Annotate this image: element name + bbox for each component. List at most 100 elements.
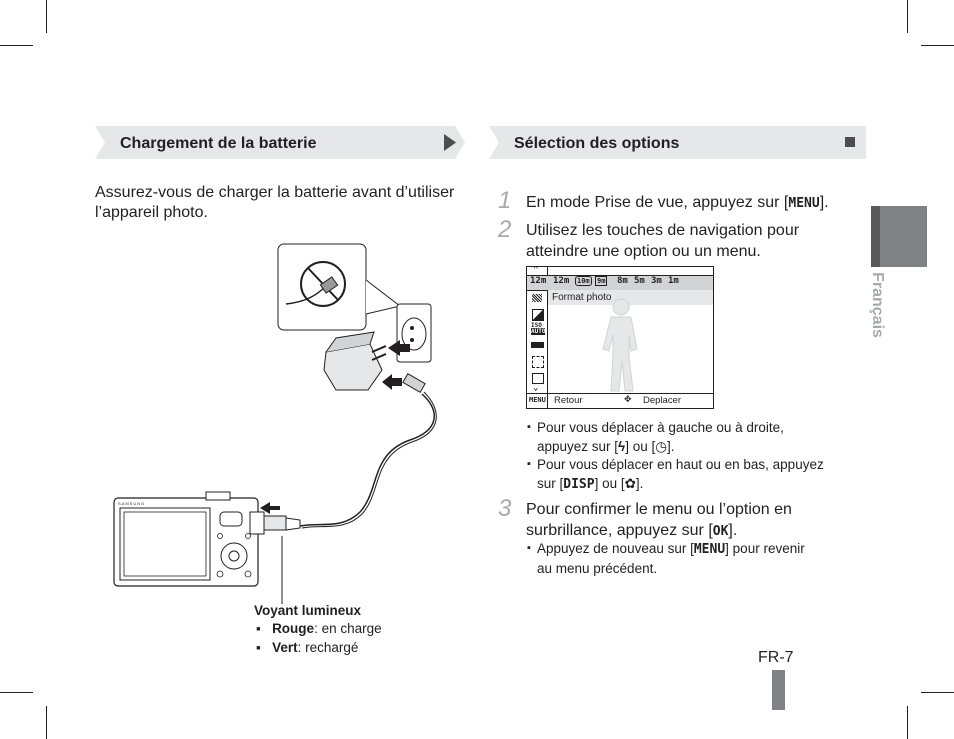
chevron-up-icon: ⌃ [533,266,539,275]
step-text: En mode Prise de vue, appuyez sur [MENU]… [526,192,829,214]
white-balance-icon [531,342,544,348]
screen-option-label: Format photo [552,292,612,303]
screen-move-label: Deplacer [643,395,682,406]
size-icon: 5m [634,276,645,286]
crop-mark [0,692,33,693]
flash-icon: ϟ [618,439,626,454]
section-title-right: Sélection des options [514,135,680,152]
charging-illustration: SAMSUNG [113,243,437,604]
size-icon: 10m [575,276,592,286]
crop-mark [907,706,908,739]
bullet-item: ▪ Pour vous déplacer à gauche ou à droit… [527,418,784,456]
page-tab [772,670,785,710]
play-icon [444,134,456,151]
bullet-text-part: ] pour revenir [725,541,805,556]
size-icon: 1m [668,276,679,286]
indicator-label: Vert [272,640,298,655]
bullet-line: Pour vous déplacer à gauche ou à droite, [537,420,784,435]
size-icon: 12m [553,276,570,286]
step-text-part: ]. [728,522,738,539]
crop-mark [0,45,33,46]
camera-screen: ⌃ 12m 12m 10m 9m 8m 5m 3m 1m Format phot… [526,266,714,409]
screen-bottom-bar [527,393,713,408]
indicator-item: ▪ Vert: rechargé [256,640,358,655]
step-text-part: En mode Prise de vue, appuyez sur [ [526,194,789,211]
indicator-title: Voyant lumineux [254,603,362,618]
size-icon: 8m [617,276,628,286]
indicator-text: : en charge [314,621,382,636]
square-icon [845,137,855,147]
step-text: Pour confirmer le menu ou l’option en su… [526,499,792,542]
metering-icon [532,373,544,384]
arrow-icon [388,340,410,356]
bullet-square: ▪ [256,640,261,655]
usb-connector [263,515,287,531]
timer-icon: ◷ [655,439,668,454]
bullet-text-part: ]. [667,439,675,454]
bullet-text-part: Appuyez de nouveau sur [ [537,541,694,556]
step-line: Pour confirmer le menu ou l’option en [526,501,792,518]
chevron-down-icon: ⌄ [533,383,539,393]
indicator-item: ▪ Rouge: en charge [256,621,382,636]
macro-icon: ✿ [624,476,636,491]
bullet-square: ▪ [527,458,531,470]
section-bar-left [95,126,465,159]
size-icon: 12m [530,276,547,286]
bullet-text-part: ]. [635,476,644,491]
crop-mark [907,0,908,33]
arrow-icon [382,374,402,390]
bullet-square: ▪ [527,421,531,433]
bullet-square: ▪ [527,542,531,554]
quality-icon [532,294,542,302]
crop-mark [921,45,954,46]
page-number: FR-7 [758,649,794,666]
step-number: 3 [498,495,512,522]
face-detect-icon [532,356,544,368]
bullet-line: sur [DISP] ou [✿]. [537,474,824,494]
intro-line: l’appareil photo. [95,204,208,221]
bullet-text-part: sur [ [537,476,564,491]
bullet-line: au menu précédent. [537,561,658,576]
size-icon: 9m [595,276,608,286]
bullet-text-part: ] ou [ [625,439,656,454]
step-line: surbrillance, appuyez sur [OK]. [526,520,792,542]
step-number: 1 [498,187,512,214]
step-text-part: surbrillance, appuyez sur [ [526,522,713,539]
person-silhouette [602,298,638,392]
indicator-label: Rouge [272,621,315,636]
language-tab-strip [871,206,880,267]
menu-key: MENU [693,542,726,557]
bullet-square: ▪ [256,621,261,636]
screen-icon-column [527,267,548,408]
disp-key: DISP [563,477,595,492]
bullet-item: ▪ Appuyez de nouveau sur [MENU] pour rev… [527,539,805,578]
arrow-icon [260,502,280,514]
screen-back-label: Retour [554,395,583,406]
section-bar-right [489,126,866,159]
move-icon: ✥ [624,394,632,404]
step-text: Utilisez les touches de navigation pour … [526,220,799,262]
crop-mark [46,0,47,33]
no-disconnect-icon [300,261,346,307]
step-number: 2 [498,216,512,243]
intro-line: Assurez-vous de charger la batterie avan… [95,184,455,201]
bullet-text-part: appuyez sur [ [537,439,619,454]
language-tab [871,206,927,267]
bullet-line: Appuyez de nouveau sur [MENU] pour reven… [537,539,805,559]
ok-key: OK [712,524,729,539]
screen-option-row [548,290,713,305]
menu-key: MENU [529,396,546,404]
bullet-item: ▪ Pour vous déplacer en haut ou en bas, … [527,455,824,494]
usb-cable [299,393,436,527]
bullet-line: Pour vous déplacer en haut ou en bas, ap… [537,457,824,472]
bullet-text-part: ] ou [ [594,476,625,491]
intro-text: Assurez-vous de charger la batterie avan… [95,183,475,223]
bullet-line: appuyez sur [ϟ] ou [◷]. [537,437,784,456]
crop-mark [46,706,47,739]
step-text-part: ]. [819,194,829,211]
exposure-icon [532,309,544,321]
indicator-text: : rechargé [297,640,359,655]
section-title-left: Chargement de la batterie [120,135,317,152]
crop-mark [921,692,954,693]
